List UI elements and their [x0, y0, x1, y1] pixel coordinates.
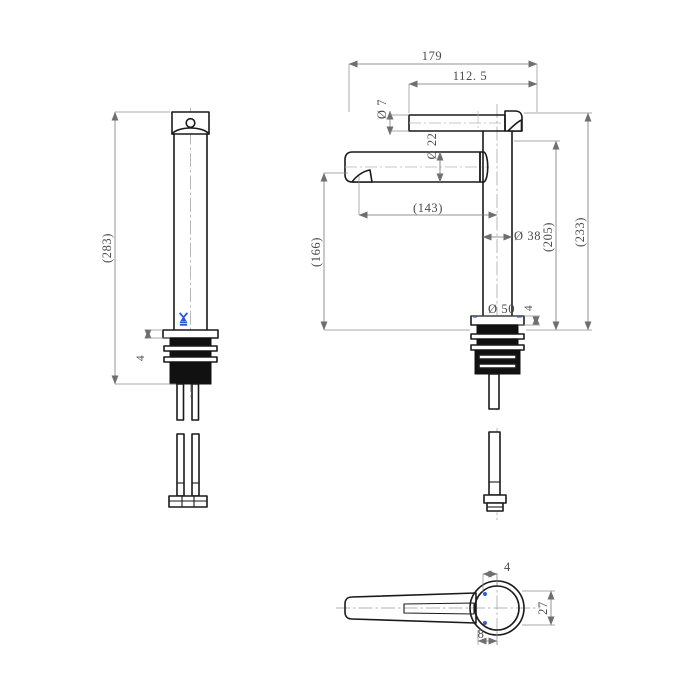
dim-text-143: (143)	[413, 201, 443, 215]
side-washer-2	[169, 350, 212, 358]
front-spacer-ring-1	[470, 333, 525, 340]
dim-text-handle-27: 27	[536, 601, 550, 615]
side-body-outline	[173, 133, 208, 331]
side-washer-1	[169, 337, 212, 347]
side-spacer-ring-1	[163, 345, 218, 352]
dim-text-233: (233)	[573, 217, 587, 247]
front-shank-thread-line-1	[478, 354, 517, 360]
left-detail-rod-2	[191, 433, 200, 497]
dim-text-dia-7: Ø 7	[375, 99, 389, 119]
dim-text-112-5: 112. 5	[453, 69, 487, 83]
dim-text-dia-50: Ø 50	[488, 302, 515, 316]
side-fixing-rod-left	[176, 383, 185, 421]
side-fixing-rod-right	[191, 383, 200, 421]
handle-hub-inner-circle	[474, 585, 520, 631]
side-elevation-view: (283) 4	[100, 108, 219, 421]
fixing-rods-left-detail	[168, 433, 208, 508]
dim-text-179: 179	[422, 49, 443, 63]
dim-text-205: (205)	[541, 222, 555, 252]
front-washer-2	[476, 338, 519, 346]
front-threaded-shank	[474, 349, 521, 375]
front-spacer-ring-2	[470, 344, 525, 351]
front-lever-hub-chamfer	[507, 119, 523, 132]
dim-text-front-4: 4	[523, 305, 535, 311]
handle-accent-dot-top	[483, 592, 487, 596]
front-spout-to-body-blend	[479, 151, 489, 183]
right-detail-rod	[488, 431, 501, 496]
handle-top-view: 4 27 8	[336, 560, 555, 645]
front-shank-thread-line-2	[478, 363, 517, 369]
dim-text-handle-4: 4	[504, 560, 511, 574]
dim-text-166: (166)	[309, 237, 323, 267]
dim-text-dia-38: Ø 38	[514, 229, 541, 243]
handle-lever-arm	[344, 592, 477, 624]
front-spout-nozzle-chamfer	[351, 169, 373, 183]
dim-text-dia-22: Ø 22	[425, 132, 439, 159]
side-base-flange	[162, 329, 219, 339]
dim-text-side-4: 4	[135, 355, 147, 361]
handle-accent-dot-bottom	[483, 621, 487, 625]
side-threaded-shank	[169, 361, 212, 385]
right-detail-collar	[483, 494, 507, 504]
front-base-flange	[470, 315, 525, 326]
front-body-column	[482, 130, 513, 317]
fixing-rod-right-detail	[483, 428, 507, 520]
left-detail-rod-1	[176, 433, 185, 497]
front-fixing-rod	[488, 373, 500, 410]
front-washer-1	[476, 324, 519, 335]
side-lever-dome	[171, 127, 210, 135]
front-elevation-view: 179 112. 5 Ø 7 Ø 22 (143) (166) Ø 38 Ø 5…	[309, 49, 592, 412]
side-spacer-ring-2	[163, 356, 218, 363]
dim-text-283: (283)	[100, 233, 114, 263]
brand-logo-watermark	[178, 312, 189, 326]
dim-text-handle-8: 8	[478, 627, 485, 641]
handle-lever-slot	[403, 602, 475, 615]
